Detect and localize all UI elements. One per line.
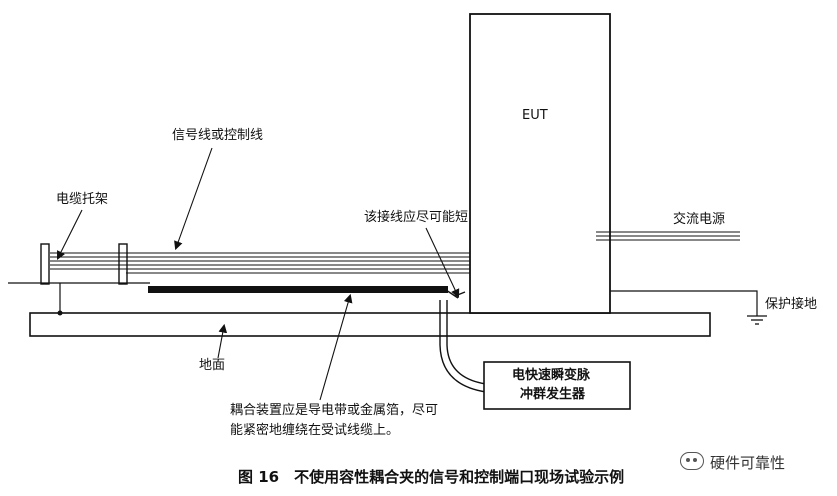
cable-tray-post-left <box>40 243 50 285</box>
protective-earth-line <box>610 290 758 316</box>
signal-cable-bundle <box>50 252 470 274</box>
generator-box <box>483 361 631 410</box>
generator-lead-inner <box>446 300 487 385</box>
coupling-strip <box>148 286 448 293</box>
eut-box <box>469 13 611 314</box>
ac-power-lines <box>596 231 740 241</box>
ground-plane <box>29 312 711 337</box>
generator-lead <box>439 300 487 393</box>
cable-tray-label: 电缆托架 <box>56 192 109 207</box>
coupling-note-line1: 耦合装置应是导电带或金属箔，尽可 <box>230 403 439 418</box>
generator-label-line2: 冲群发生器 <box>520 387 586 402</box>
watermark: 硬件可靠性 <box>680 452 785 473</box>
floor-label: 地面 <box>199 358 226 373</box>
leader-coupling <box>319 293 353 401</box>
eut-label: EUT <box>522 108 548 123</box>
cable-tray-post-right <box>118 243 128 285</box>
earth-symbol <box>747 315 767 325</box>
coupling-note-line2: 能紧密地缠绕在受试线缆上。 <box>230 423 400 438</box>
signal-line-label: 信号线或控制线 <box>172 128 264 143</box>
tray-support-dot <box>57 310 63 316</box>
leader-cable-tray <box>57 209 83 260</box>
generator-label-line1: 电快速瞬变脉 <box>512 368 591 383</box>
figure-caption: 图 16 不使用容性耦合夹的信号和控制端口现场试验示例 <box>238 468 625 486</box>
leader-ground-connection <box>425 227 460 298</box>
leader-signal-line <box>174 147 213 251</box>
watermark-text: 硬件可靠性 <box>710 454 786 472</box>
leader-floor <box>217 323 228 359</box>
protective-earth-label: 保护接地 <box>765 297 818 312</box>
wechat-icon <box>680 452 704 470</box>
ground-connection-label: 该接线应尽可能短 <box>364 210 469 225</box>
ac-power-label: 交流电源 <box>673 212 726 227</box>
